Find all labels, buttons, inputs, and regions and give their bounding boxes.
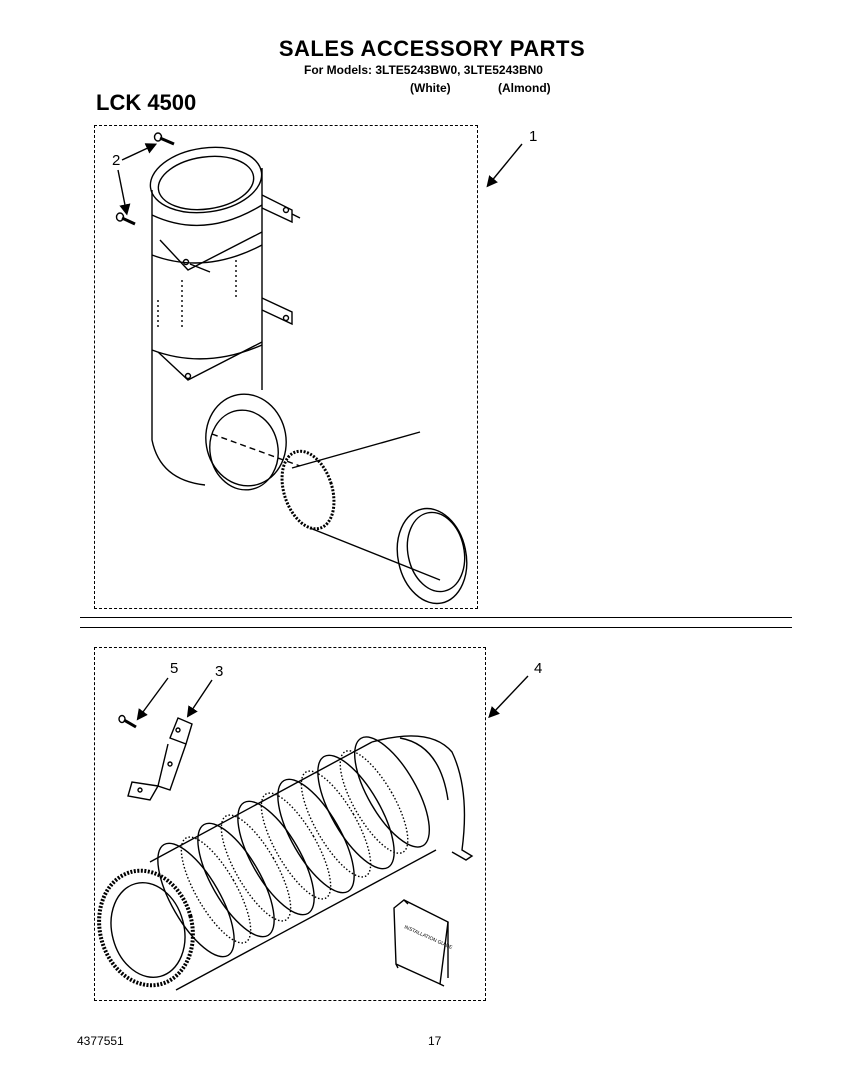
leader-2b [121,143,158,161]
separator-line-lower [80,627,792,628]
instruction-booklet [393,899,449,987]
leader-5 [136,677,169,721]
separator-line-upper [80,617,792,618]
screw-upper [153,132,175,146]
vent-pipe-section [280,431,468,605]
model-numbers: For Models: 3LTE5243BW0, 3LTE5243BN0 [304,63,543,77]
callout-5: 5 [170,660,179,677]
document-number: 4377551 [77,1034,124,1048]
kit-number: LCK 4500 [96,90,197,115]
page-number: 17 [428,1034,442,1048]
color-almond-label: (Almond) [498,81,551,95]
screw-small [118,714,137,729]
periscope-vent [149,146,301,491]
screw-lower [115,212,136,226]
leader-2a [117,169,131,216]
bottom-parts-frame [94,647,486,1001]
callout-1: 1 [529,128,538,145]
leader-1 [486,143,523,188]
top-parts-frame [94,125,478,609]
leader-3 [186,679,213,718]
leader-4 [488,675,529,719]
mounting-bracket [127,717,193,801]
color-white-label: (White) [410,81,451,95]
page-title: SALES ACCESSORY PARTS [278,36,586,61]
flexible-duct [97,735,474,991]
callout-3: 3 [215,663,224,680]
callout-4: 4 [534,660,543,677]
callout-2: 2 [112,152,121,169]
